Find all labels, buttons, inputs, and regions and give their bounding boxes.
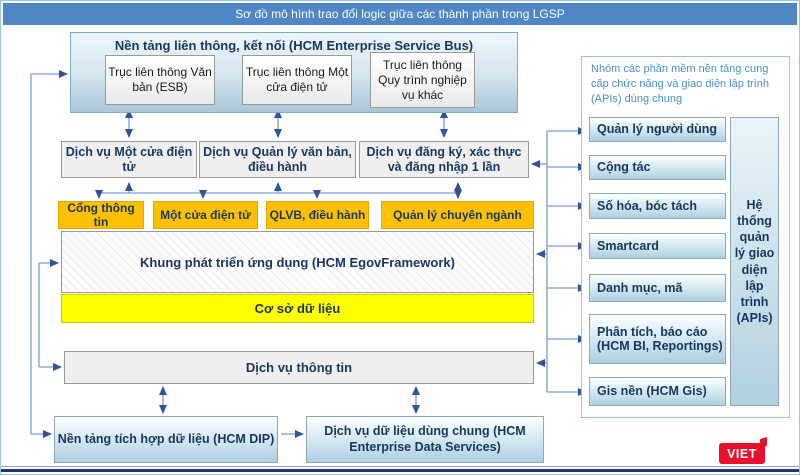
esb-platform-box: Nền tảng liên thông, kết nối (HCM Enterp… xyxy=(70,32,518,113)
module-phan-tich-bao-cao: Phân tích, báo cáo (HCM BI, Reportings) xyxy=(589,314,726,364)
bus-mot-cua: Trục liên thông Một cửa điện tử xyxy=(242,55,352,105)
service-quan-ly-van-ban: Dịch vụ Quản lý văn bản, điều hành xyxy=(199,141,356,178)
bus-van-ban: Trục liên thông Văn bản (ESB) xyxy=(105,55,215,105)
module-danh-muc: Danh mục, mã xyxy=(589,274,726,302)
api-management-sidebar: Hệ thống quản lý giao diện lập trình (AP… xyxy=(730,117,779,406)
service-dang-ky-sso: Dịch vụ đăng ký, xác thực và đăng nhập 1… xyxy=(359,141,529,178)
database-box: Cơ sở dữ liệu xyxy=(61,294,534,323)
hcm-data-services-box: Dịch vụ dữ liệu dùng chung (HCM Enterpri… xyxy=(306,416,544,463)
module-so-hoa: Số hóa, bóc tách xyxy=(589,193,726,219)
module-gis: Gis nền (HCM Gis) xyxy=(589,377,726,406)
app-chuyen-nganh: Quản lý chuyên ngành xyxy=(381,201,534,229)
viet-logo: VIET xyxy=(719,436,767,464)
module-smartcard: Smartcard xyxy=(589,233,726,259)
info-service-box: Dịch vụ thông tin xyxy=(64,351,534,384)
module-cong-tac: Cộng tác xyxy=(589,155,726,180)
egov-framework-box: Khung phát triển ứng dụng (HCM EgovFrame… xyxy=(61,231,534,293)
diagram-title: Sơ đồ mô hình trao đổi logic giữa các th… xyxy=(3,3,797,25)
esb-platform-title: Nền tảng liên thông, kết nối (HCM Enterp… xyxy=(114,37,474,53)
hcm-dip-box: Nền tảng tích hợp dữ liệu (HCM DIP) xyxy=(54,416,278,463)
service-mot-cua: Dịch vụ Một cửa điện tử xyxy=(61,141,197,178)
app-qlvb: QLVB, điều hành xyxy=(266,201,369,229)
viet-logo-text: VIET xyxy=(727,446,757,461)
module-quan-ly-nguoi-dung: Quản lý người dùng xyxy=(589,117,726,142)
api-panel-caption: Nhóm các phần mềm nền tảng cung cấp chức… xyxy=(591,63,769,105)
bottom-divider xyxy=(1,466,799,472)
app-cong-thong-tin: Cổng thông tin xyxy=(58,201,144,229)
bus-quy-trinh: Trục liên thông Quy trình nghiệp vụ khác xyxy=(370,52,475,108)
app-mot-cua: Một cửa điện tử xyxy=(153,201,258,229)
